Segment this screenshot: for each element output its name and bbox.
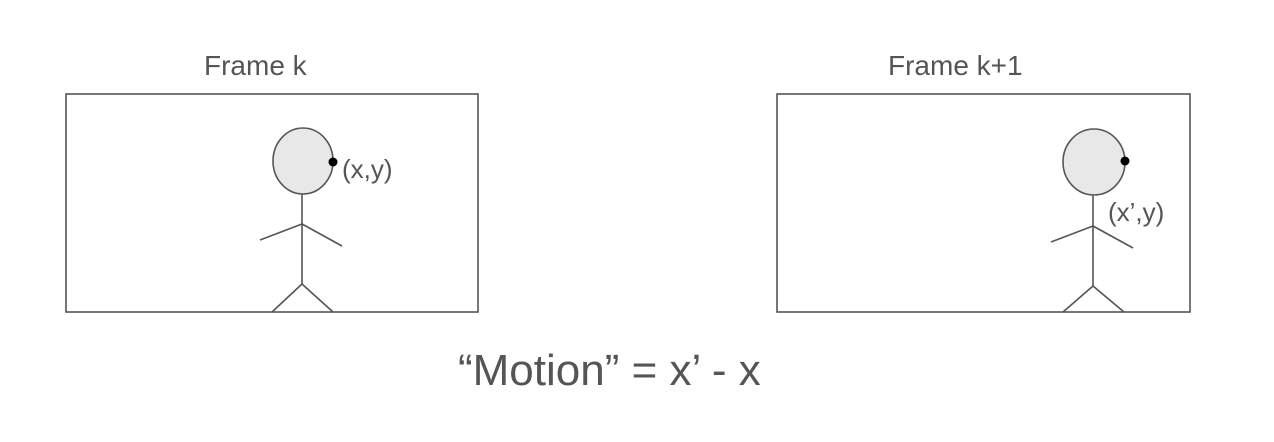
stick-figure-k-plus-1-left-leg <box>1062 285 1094 313</box>
stick-figure-k-head <box>272 127 334 195</box>
tracked-point-k <box>328 157 338 167</box>
frame-k-plus-1-border <box>776 93 1191 313</box>
frame-k-plus-1-title: Frame k+1 <box>888 50 1023 81</box>
stick-figure-k-left-leg <box>271 283 303 313</box>
stick-figure-k-plus-1-head <box>1062 128 1126 196</box>
frame-k-title: Frame k <box>204 50 307 81</box>
stick-figure-k-right-arm <box>301 223 343 247</box>
frame-k-border <box>65 93 479 313</box>
point-label-k-plus-1: (x’,y) <box>1108 197 1165 227</box>
stick-figure-k-plus-1 <box>1050 128 1134 313</box>
stick-figure-k <box>259 127 343 313</box>
stick-figure-k-plus-1-left-arm <box>1050 225 1094 243</box>
point-label-k: (x,y) <box>342 154 393 184</box>
frame-k-plus-1 <box>776 93 1191 313</box>
tracked-point-k-plus-1 <box>1120 156 1130 166</box>
stick-figure-k-left-arm <box>259 223 303 241</box>
frame-k <box>65 93 479 313</box>
motion-formula: “Motion” = x’ - x <box>458 346 761 395</box>
stick-figure-k-plus-1-right-leg <box>1092 285 1125 313</box>
stick-figure-k-right-leg <box>301 283 334 313</box>
stick-figure-k-plus-1-right-arm <box>1092 225 1134 249</box>
